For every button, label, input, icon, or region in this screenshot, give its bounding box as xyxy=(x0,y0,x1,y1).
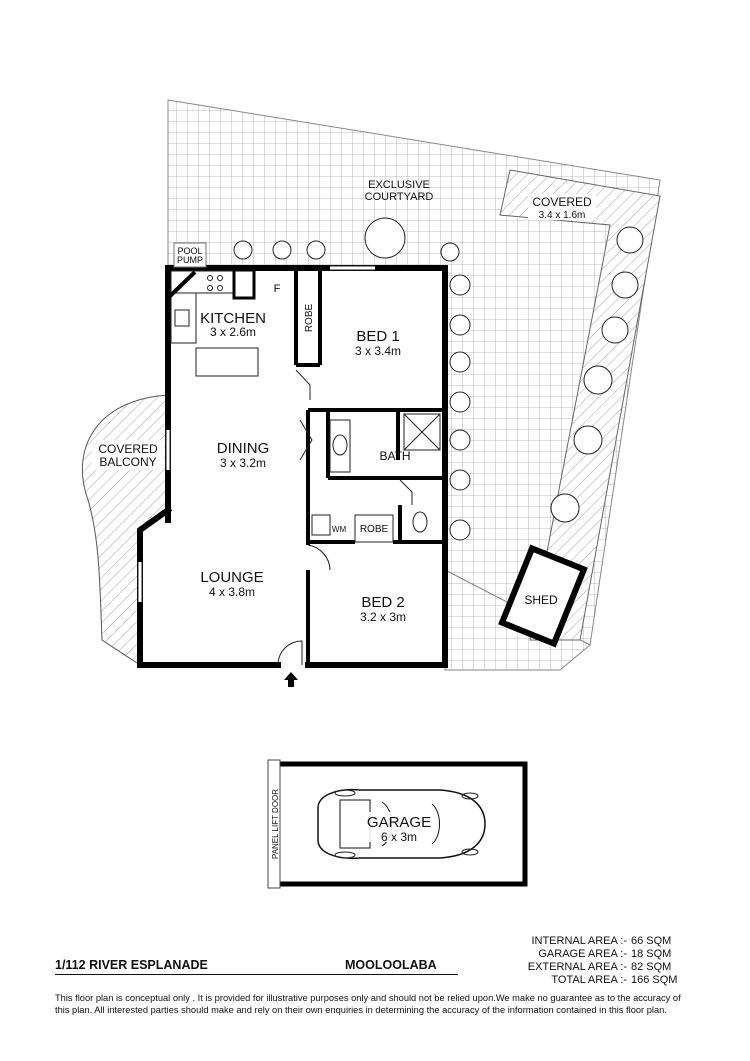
kitchen-counters xyxy=(170,268,259,377)
garage-label: GARAGE xyxy=(367,814,431,831)
garage-size: 6 x 3m xyxy=(381,830,417,844)
panel-lift-door-label: PANEL LIFT DOOR xyxy=(271,789,280,859)
toilet xyxy=(412,511,428,533)
washing-machine-box xyxy=(311,514,331,536)
pool-pump-label-2: PUMP xyxy=(177,255,203,265)
robe1-label: ROBE xyxy=(304,304,315,333)
dining-label: DINING xyxy=(217,440,270,457)
area-label: INTERNAL AREA :- xyxy=(531,935,627,947)
doors xyxy=(137,265,413,666)
shrubs xyxy=(233,217,644,541)
shed-label: SHED xyxy=(524,593,558,607)
area-value: 18 SQM xyxy=(631,948,672,960)
bed1-size: 3 x 3.4m xyxy=(355,344,401,358)
area-label: TOTAL AREA :- xyxy=(551,974,627,986)
disclaimer-text: This floor plan is conceptual only . It … xyxy=(55,993,681,1015)
bed2-size: 3.2 x 3m xyxy=(360,610,406,624)
pool-pump-box xyxy=(173,242,207,268)
kitchen-diagonal-wall xyxy=(166,270,197,300)
wm-label: WM xyxy=(332,525,347,534)
covered-top-size: 3.4 x 1.6m xyxy=(539,210,586,221)
kitchen-label: KITCHEN xyxy=(200,310,266,327)
bath-label: BATH xyxy=(379,449,410,463)
covered-top-label: COVERED xyxy=(532,195,592,209)
bath-basin xyxy=(332,434,348,456)
panel-lift-door xyxy=(267,759,281,889)
area-value: 82 SQM xyxy=(631,961,672,973)
shed xyxy=(498,544,588,648)
lounge-size: 4 x 3.8m xyxy=(209,585,255,599)
bath-vanity xyxy=(329,419,351,473)
bed2-label: BED 2 xyxy=(361,594,404,611)
balcony-label-2: BALCONY xyxy=(99,455,156,469)
bed1-label: BED 1 xyxy=(356,328,399,345)
lounge-label: LOUNGE xyxy=(200,569,263,586)
kitchen-size: 3 x 2.6m xyxy=(210,325,256,339)
area-row: INTERNAL AREA :- 66 SQM xyxy=(528,935,695,948)
entry-arrow-icon xyxy=(284,672,298,687)
property-address: 1/112 RIVER ESPLANADE xyxy=(55,958,208,972)
property-suburb: MOOLOOLABA xyxy=(345,958,437,972)
balcony-label-1: COVERED xyxy=(98,442,158,456)
area-value: 166 SQM xyxy=(631,974,678,986)
interior-walls xyxy=(294,268,445,665)
area-value: 66 SQM xyxy=(631,935,672,947)
fridge-label: F xyxy=(274,283,281,295)
address-underline xyxy=(55,974,458,975)
area-row: TOTAL AREA :- 166 SQM xyxy=(528,974,695,987)
shower xyxy=(403,413,441,451)
area-summary: INTERNAL AREA :- 66 SQM GARAGE AREA :- 18 … xyxy=(528,935,695,987)
dining-size: 3 x 3.2m xyxy=(220,456,266,470)
area-row: EXTERNAL AREA :- 82 SQM xyxy=(528,961,695,974)
courtyard-label-1: EXCLUSIVE xyxy=(368,179,430,191)
area-label: GARAGE AREA :- xyxy=(538,948,627,960)
robe2-box xyxy=(354,514,394,543)
pool-pump-label-1: POOL xyxy=(177,246,202,256)
robe2-label: ROBE xyxy=(360,524,389,535)
area-label: EXTERNAL AREA :- xyxy=(527,961,627,973)
area-row: GARAGE AREA :- 18 SQM xyxy=(528,948,695,961)
courtyard-label-2: COURTYARD xyxy=(365,191,434,203)
